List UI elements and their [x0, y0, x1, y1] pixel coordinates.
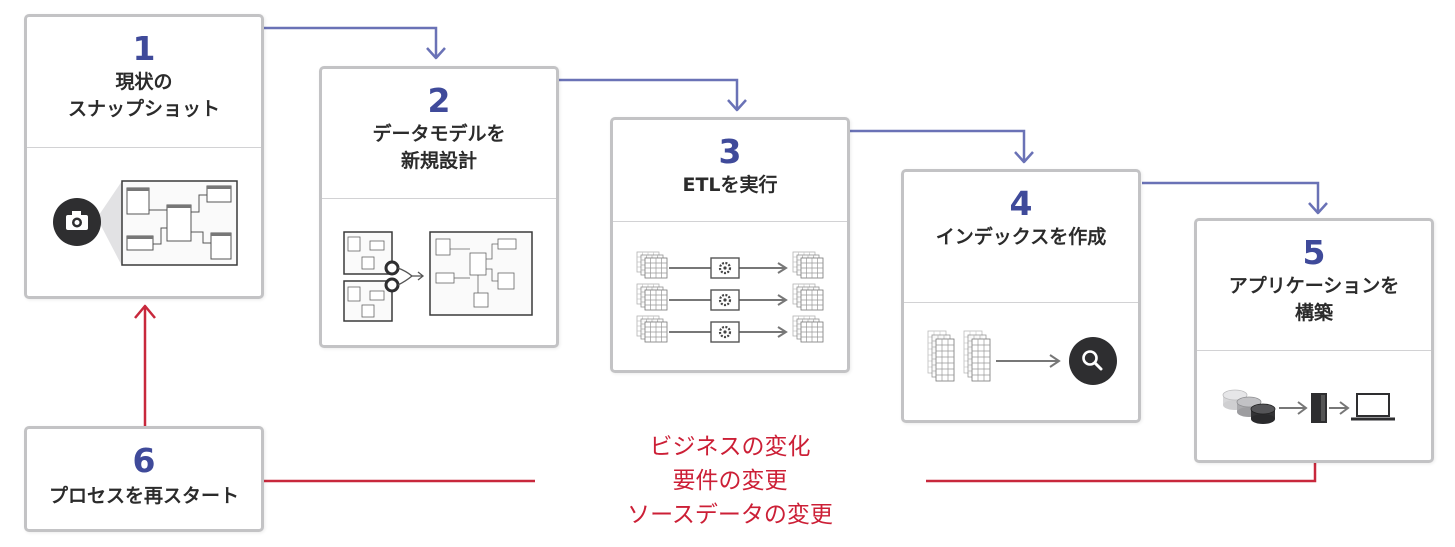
step-number: 5 — [1302, 233, 1326, 272]
restart-arrowhead — [134, 304, 156, 319]
data-model-icon — [322, 199, 556, 345]
step-number: 1 — [132, 29, 156, 68]
step-title: アプリケーションを 構築 — [1228, 275, 1400, 324]
flow-arrowhead-3 — [727, 99, 747, 112]
step-title: プロセスを再スタート — [48, 485, 239, 507]
step-number: 4 — [1009, 184, 1033, 223]
step-title: インデックスを作成 — [935, 226, 1107, 248]
flow-arrow-3-4 — [850, 129, 1026, 162]
flow-arrow-2-3 — [559, 78, 739, 110]
step-card-6: 6 プロセスを再スタート — [24, 426, 264, 532]
application-icon — [1197, 351, 1431, 460]
camera-icon — [27, 148, 261, 296]
step-title: データモデルを 新規設計 — [372, 123, 506, 172]
search-icon — [904, 303, 1138, 420]
flow-arrowhead-2 — [426, 47, 446, 60]
step-card-1: 1 現状の スナップショット — [24, 14, 264, 299]
reason-requirement-change: 要件の変更 — [672, 468, 788, 494]
step-title: 現状の スナップショット — [67, 71, 220, 120]
step-card-5: 5 アプリケーションを 構築 — [1194, 218, 1434, 463]
step-title: ETLを実行 — [682, 174, 778, 196]
step-card-3: 3 ETLを実行 — [610, 117, 850, 373]
flow-arrow-1-2 — [264, 26, 438, 58]
flow-arrow-4-5 — [1142, 181, 1320, 213]
restart-reasons: ビジネスの変化 要件の変更 ソースデータの変更 — [560, 430, 900, 532]
flow-arrowhead-4 — [1014, 151, 1034, 164]
reason-business-change: ビジネスの変化 — [649, 434, 811, 460]
step-card-2: 2 データモデルを 新規設計 — [319, 66, 559, 348]
step-number: 2 — [427, 81, 451, 120]
step-number: 3 — [718, 132, 742, 171]
restart-line-right — [926, 462, 1317, 483]
etl-icon — [613, 222, 847, 370]
step-card-4: 4 インデックスを作成 — [901, 169, 1141, 423]
reason-source-data-change: ソースデータの変更 — [627, 502, 833, 528]
step-number: 6 — [132, 441, 156, 480]
flow-arrowhead-5 — [1308, 202, 1328, 215]
